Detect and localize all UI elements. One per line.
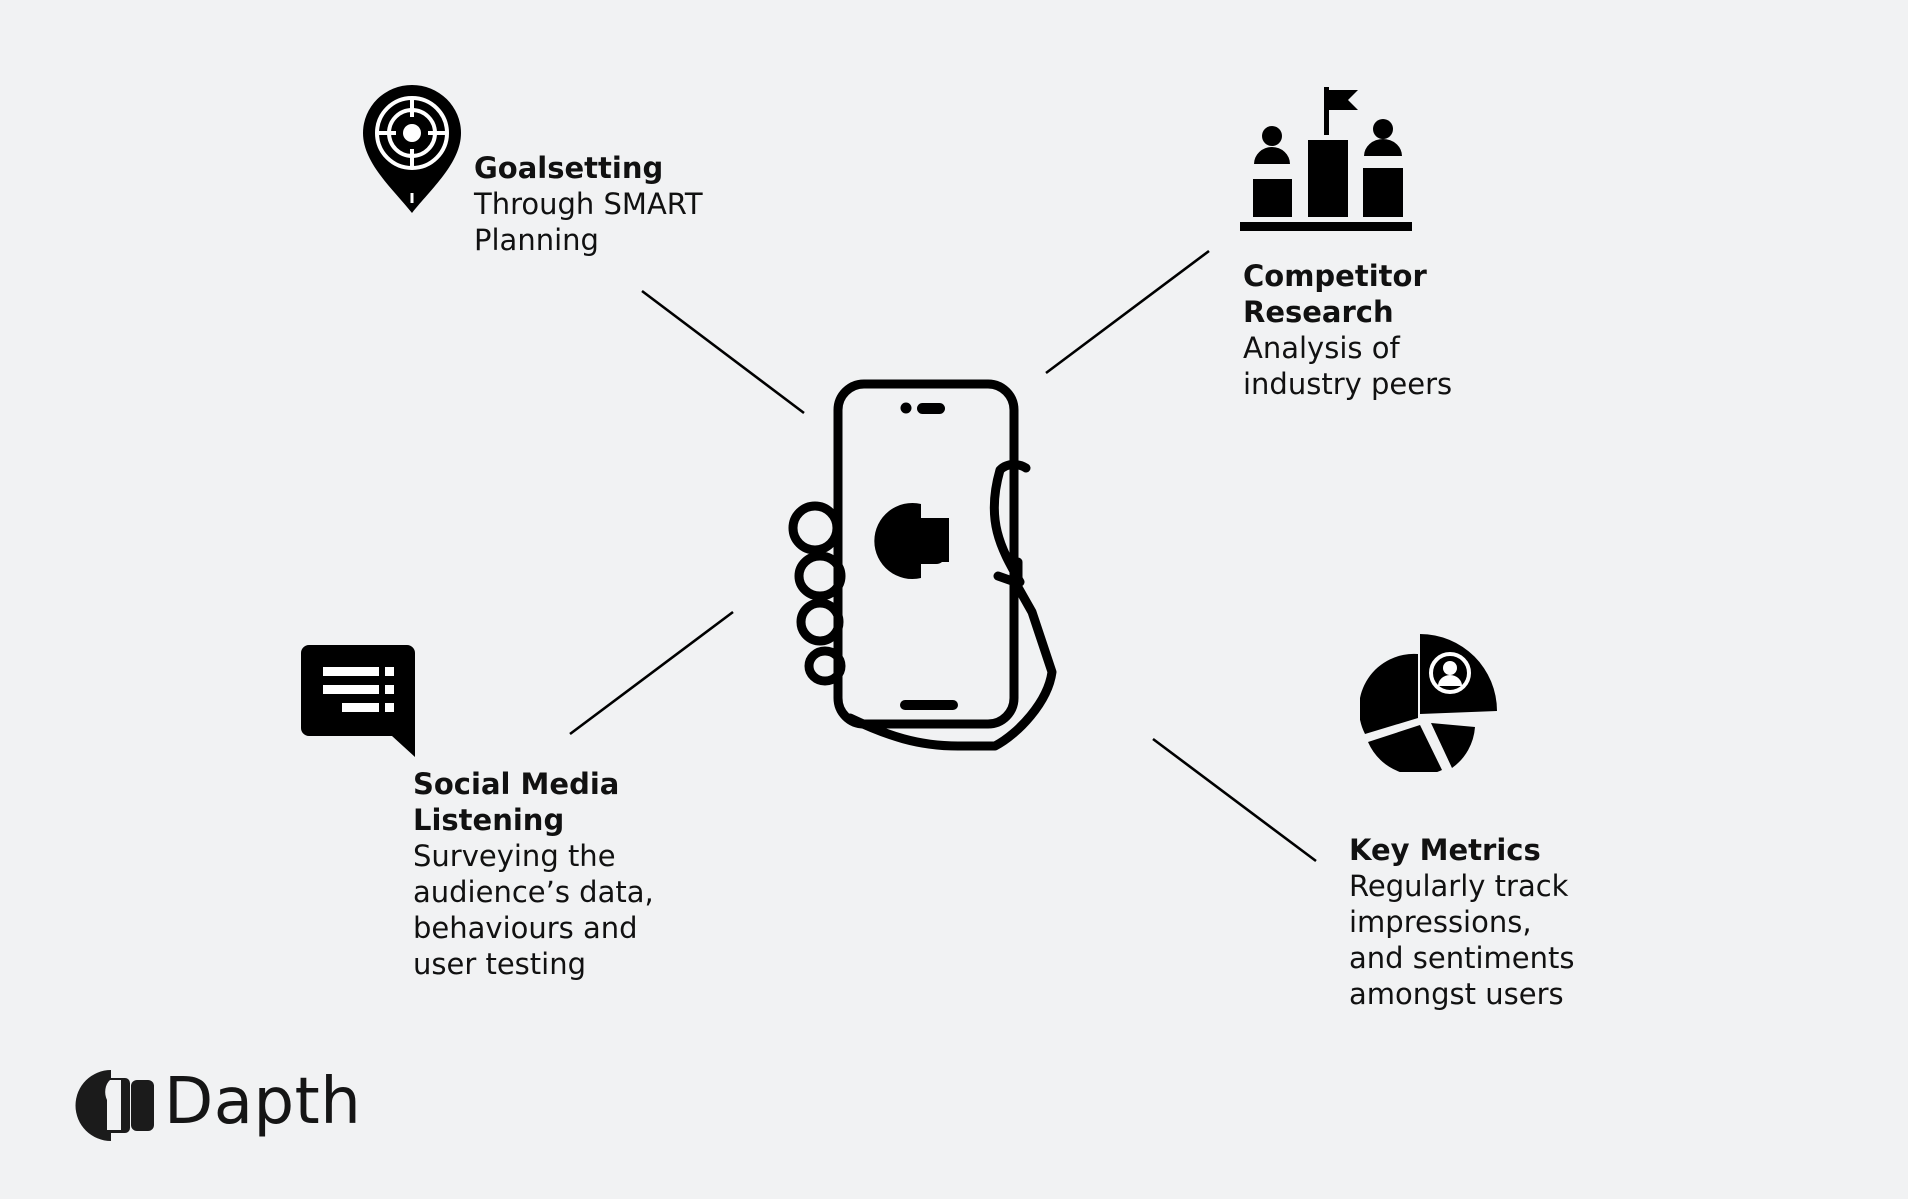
connector-key-metrics bbox=[1152, 737, 1317, 863]
chat-bubble-list-icon bbox=[301, 645, 415, 757]
node-title: Competitor Research bbox=[1243, 259, 1427, 329]
connector-competitor-research bbox=[1045, 249, 1210, 375]
connector-social-media-listening bbox=[569, 610, 734, 736]
node-title: Social Media Listening bbox=[413, 767, 620, 837]
dapth-logo-icon bbox=[75, 1070, 154, 1141]
node-social-media-listening: Social Media Listening Surveying the aud… bbox=[413, 766, 654, 982]
node-title: Goalsetting bbox=[474, 151, 664, 185]
node-description: Through SMART Planning bbox=[474, 187, 703, 257]
brand-name: Dapth bbox=[164, 1065, 362, 1139]
hand-holding-phone-icon bbox=[788, 379, 1057, 751]
target-location-pin-icon bbox=[363, 85, 461, 213]
connector-goalsetting bbox=[641, 289, 805, 415]
node-description: Surveying the audience’s data, behaviour… bbox=[413, 839, 654, 981]
node-description: Regularly track impressions, and sentime… bbox=[1349, 869, 1575, 1011]
node-goalsetting: Goalsetting Through SMART Planning bbox=[474, 150, 703, 258]
podium-flag-icon bbox=[1240, 87, 1412, 231]
node-title: Key Metrics bbox=[1349, 833, 1541, 867]
pie-chart-user-icon bbox=[1360, 634, 1497, 772]
node-key-metrics: Key Metrics Regularly track impressions,… bbox=[1349, 832, 1575, 1012]
node-competitor-research: Competitor Research Analysis of industry… bbox=[1243, 258, 1452, 402]
node-description: Analysis of industry peers bbox=[1243, 331, 1453, 401]
